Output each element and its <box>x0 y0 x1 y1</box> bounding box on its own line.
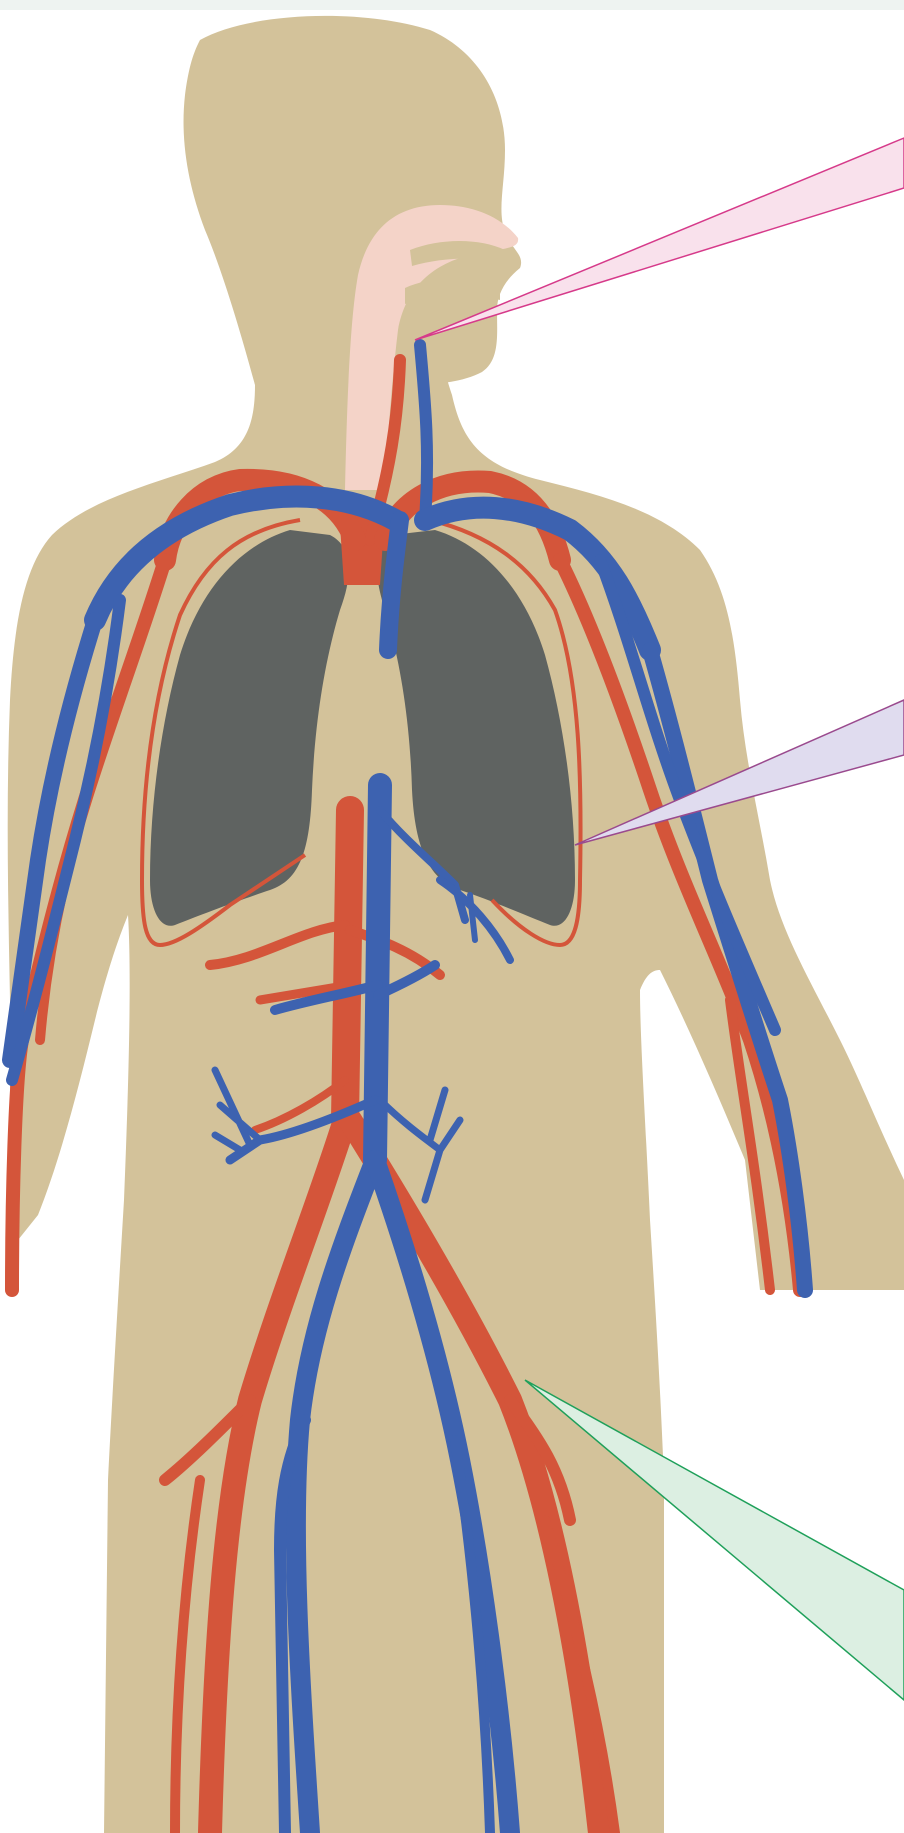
descending-aorta <box>345 810 350 1120</box>
jugular-vein <box>420 345 427 520</box>
